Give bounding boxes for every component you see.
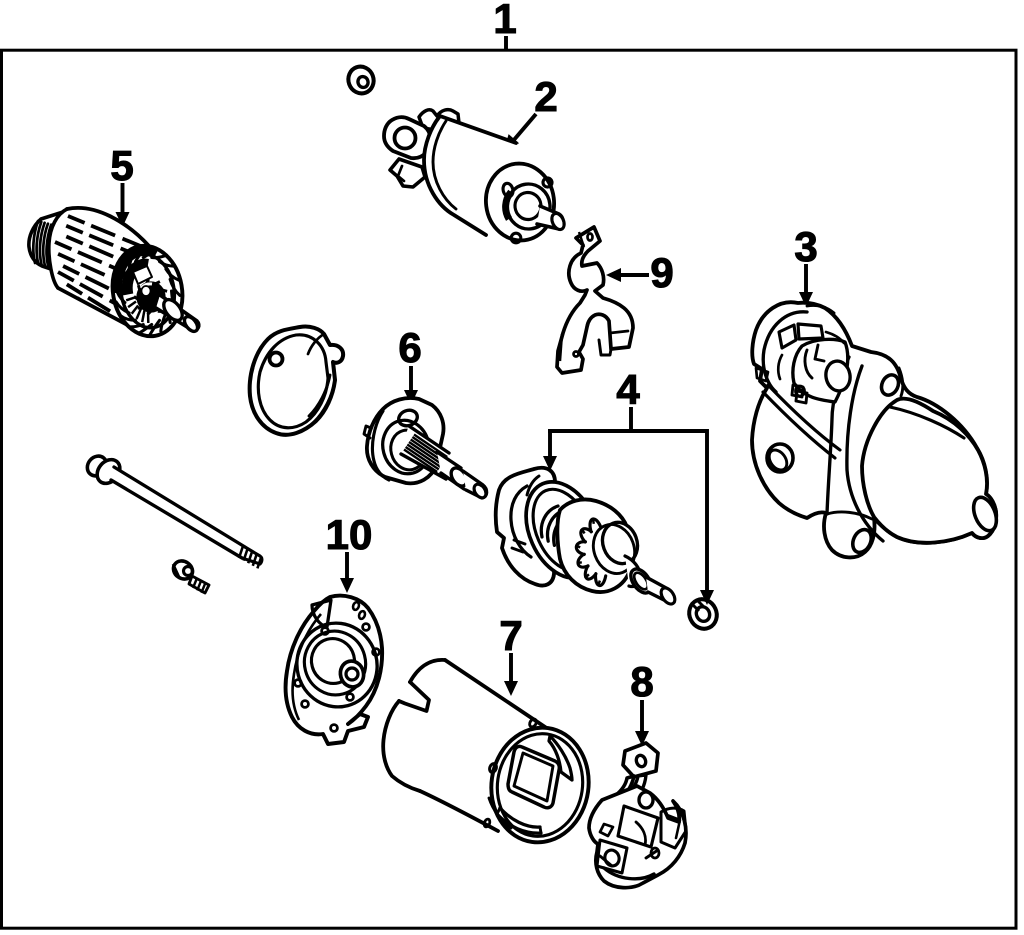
svg-text:4: 4	[616, 366, 640, 413]
svg-text:8: 8	[630, 658, 653, 705]
svg-text:5: 5	[110, 142, 133, 189]
svg-text:2: 2	[534, 73, 557, 120]
svg-text:7: 7	[499, 612, 522, 659]
svg-text:3: 3	[794, 223, 817, 270]
svg-text:10: 10	[326, 511, 373, 558]
svg-text:1: 1	[493, 0, 516, 42]
svg-text:6: 6	[398, 324, 421, 371]
svg-text:9: 9	[650, 249, 673, 296]
